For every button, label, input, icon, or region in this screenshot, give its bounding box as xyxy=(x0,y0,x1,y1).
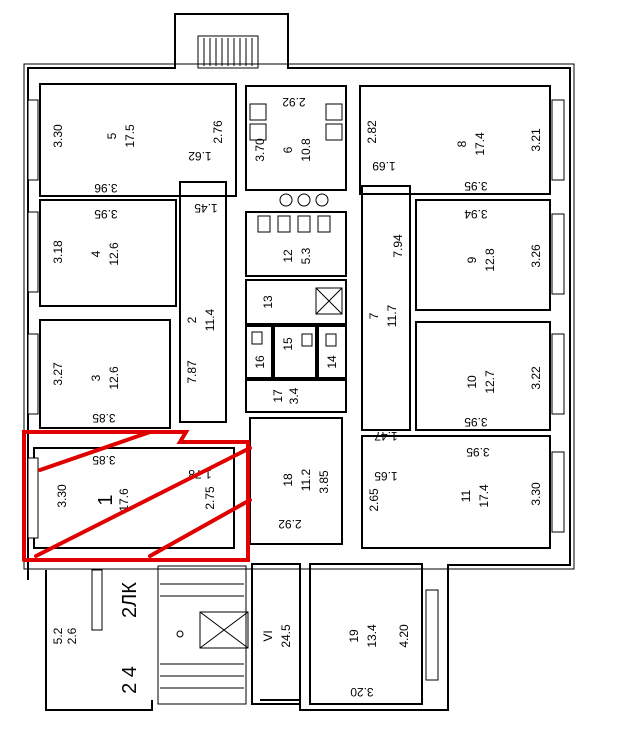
room-17-number: 17 xyxy=(271,389,285,403)
stair-mark-bottom: 2 4 xyxy=(119,666,141,694)
dim-r11-w: 3.95 xyxy=(466,445,490,459)
room-15-number: 15 xyxy=(281,337,295,351)
room-4-number: 4 xyxy=(89,250,103,257)
room-8-number: 8 xyxy=(455,140,469,147)
room-1-area: 17.6 xyxy=(117,488,131,512)
dim-r11-h: 3.30 xyxy=(529,482,543,506)
room-19-outline xyxy=(309,563,423,705)
windows xyxy=(27,99,565,681)
room-13-number: 13 xyxy=(261,295,275,309)
room-vi-number: VI xyxy=(261,630,275,641)
bottom-stair xyxy=(157,563,301,705)
dim-stair-b: 2.6 xyxy=(65,627,79,644)
dim-r8-w: 3.95 xyxy=(464,179,488,193)
room-9-area: 12.8 xyxy=(483,248,497,272)
room-3-outline xyxy=(39,319,171,429)
dim-r6-w: 2.92 xyxy=(282,95,306,109)
room-16-outline xyxy=(245,325,273,379)
room-13-outline xyxy=(245,279,347,325)
dim-r8-h: 2.82 xyxy=(365,120,379,144)
room-17-outline xyxy=(245,379,347,413)
room-16-number: 16 xyxy=(253,355,267,369)
room-3-number: 3 xyxy=(89,374,103,381)
room-10-outline xyxy=(415,321,551,431)
room-15-outline xyxy=(273,325,317,379)
dim-r5-h2: 2.76 xyxy=(211,120,225,144)
dim-r1-w1: 3.85 xyxy=(92,453,116,467)
dim-r18-w: 2.92 xyxy=(278,517,302,531)
room-7-number: 7 xyxy=(367,312,381,319)
room-17-area: 3.4 xyxy=(287,387,301,404)
room-2-number: 2 xyxy=(185,316,199,323)
room-2-area: 11.4 xyxy=(203,308,217,331)
room-7-outline xyxy=(361,185,411,431)
stair-mark-top: 2ЛК xyxy=(119,582,141,618)
dim-a: 1.45 xyxy=(194,201,218,215)
room-18-number: 18 xyxy=(281,473,295,487)
dim-r5-w2: 1.62 xyxy=(188,149,212,163)
room-19-area: 13.4 xyxy=(365,624,379,648)
dim-r19-w: 3.20 xyxy=(350,685,374,699)
top-stair xyxy=(197,35,259,69)
room-18-area: 11.2 xyxy=(299,468,313,491)
room-8-outline xyxy=(359,85,551,195)
dim-b: 1.47 xyxy=(374,429,398,443)
room-3-area: 12.6 xyxy=(107,366,121,390)
dim-r9-w: 3.94 xyxy=(464,207,488,221)
dim-r5-w: 3.96 xyxy=(94,181,118,195)
dim-r19-h: 4.20 xyxy=(397,624,411,648)
dim-r4-h: 3.18 xyxy=(51,240,65,264)
room-5-number: 5 xyxy=(105,132,119,139)
room-vi-area: 24.5 xyxy=(279,624,293,648)
room-6-outline xyxy=(245,85,347,191)
room-10-number: 10 xyxy=(465,375,479,389)
dim-r3-w: 3.85 xyxy=(92,411,116,425)
dim-r8-w2: 1.69 xyxy=(372,159,396,173)
room-12-number: 12 xyxy=(281,249,295,263)
dim-r2-h: 7.87 xyxy=(185,360,199,384)
dim-r1-h: 3.30 xyxy=(55,484,69,508)
room-8-area: 17.4 xyxy=(473,132,487,156)
room-6-area: 10.8 xyxy=(299,138,313,162)
dim-r7-h: 7.94 xyxy=(391,234,405,258)
dim-stair-a: 5.2 xyxy=(51,627,65,644)
dim-r3-h: 3.27 xyxy=(51,362,65,386)
room-11-area: 17.4 xyxy=(477,484,491,508)
room-4-outline xyxy=(39,199,177,307)
dim-r4-w: 3.95 xyxy=(94,207,118,221)
dim-r11-w2: 1.65 xyxy=(374,469,398,483)
room-14-outline xyxy=(317,325,347,379)
room-9-number: 9 xyxy=(465,256,479,263)
room-12-area: 5.3 xyxy=(299,247,313,264)
room-5-area: 17.5 xyxy=(123,124,137,148)
dim-r6-h: 3.70 xyxy=(253,138,267,162)
room-2-outline xyxy=(179,181,227,423)
dim-r18-h: 3.85 xyxy=(317,470,331,494)
room-11-outline xyxy=(361,435,551,549)
room-5-outline xyxy=(39,83,237,197)
room-19-number: 19 xyxy=(347,629,361,643)
fixtures xyxy=(249,103,343,347)
dim-r9-h: 3.26 xyxy=(529,244,543,268)
dim-r8-h2: 3.21 xyxy=(529,128,543,152)
room-12-outline xyxy=(245,211,347,277)
room-14-number: 14 xyxy=(325,355,339,369)
dim-r1-h2: 2.75 xyxy=(203,486,217,510)
room-7-area: 11.7 xyxy=(385,304,399,327)
room-9-outline xyxy=(415,199,551,311)
room-1-number: 1 xyxy=(95,494,117,505)
dim-r10-w: 3.95 xyxy=(464,415,488,429)
dim-r11-h2: 2.65 xyxy=(367,488,381,512)
highlight-room-1 xyxy=(22,430,252,562)
room-11-number: 11 xyxy=(459,489,473,502)
dim-r10-h: 3.22 xyxy=(529,366,543,390)
dim-r5-h: 3.30 xyxy=(51,124,65,148)
room-4-area: 12.6 xyxy=(107,242,121,266)
room-10-area: 12.7 xyxy=(483,370,497,394)
room-6-number: 6 xyxy=(281,146,295,153)
